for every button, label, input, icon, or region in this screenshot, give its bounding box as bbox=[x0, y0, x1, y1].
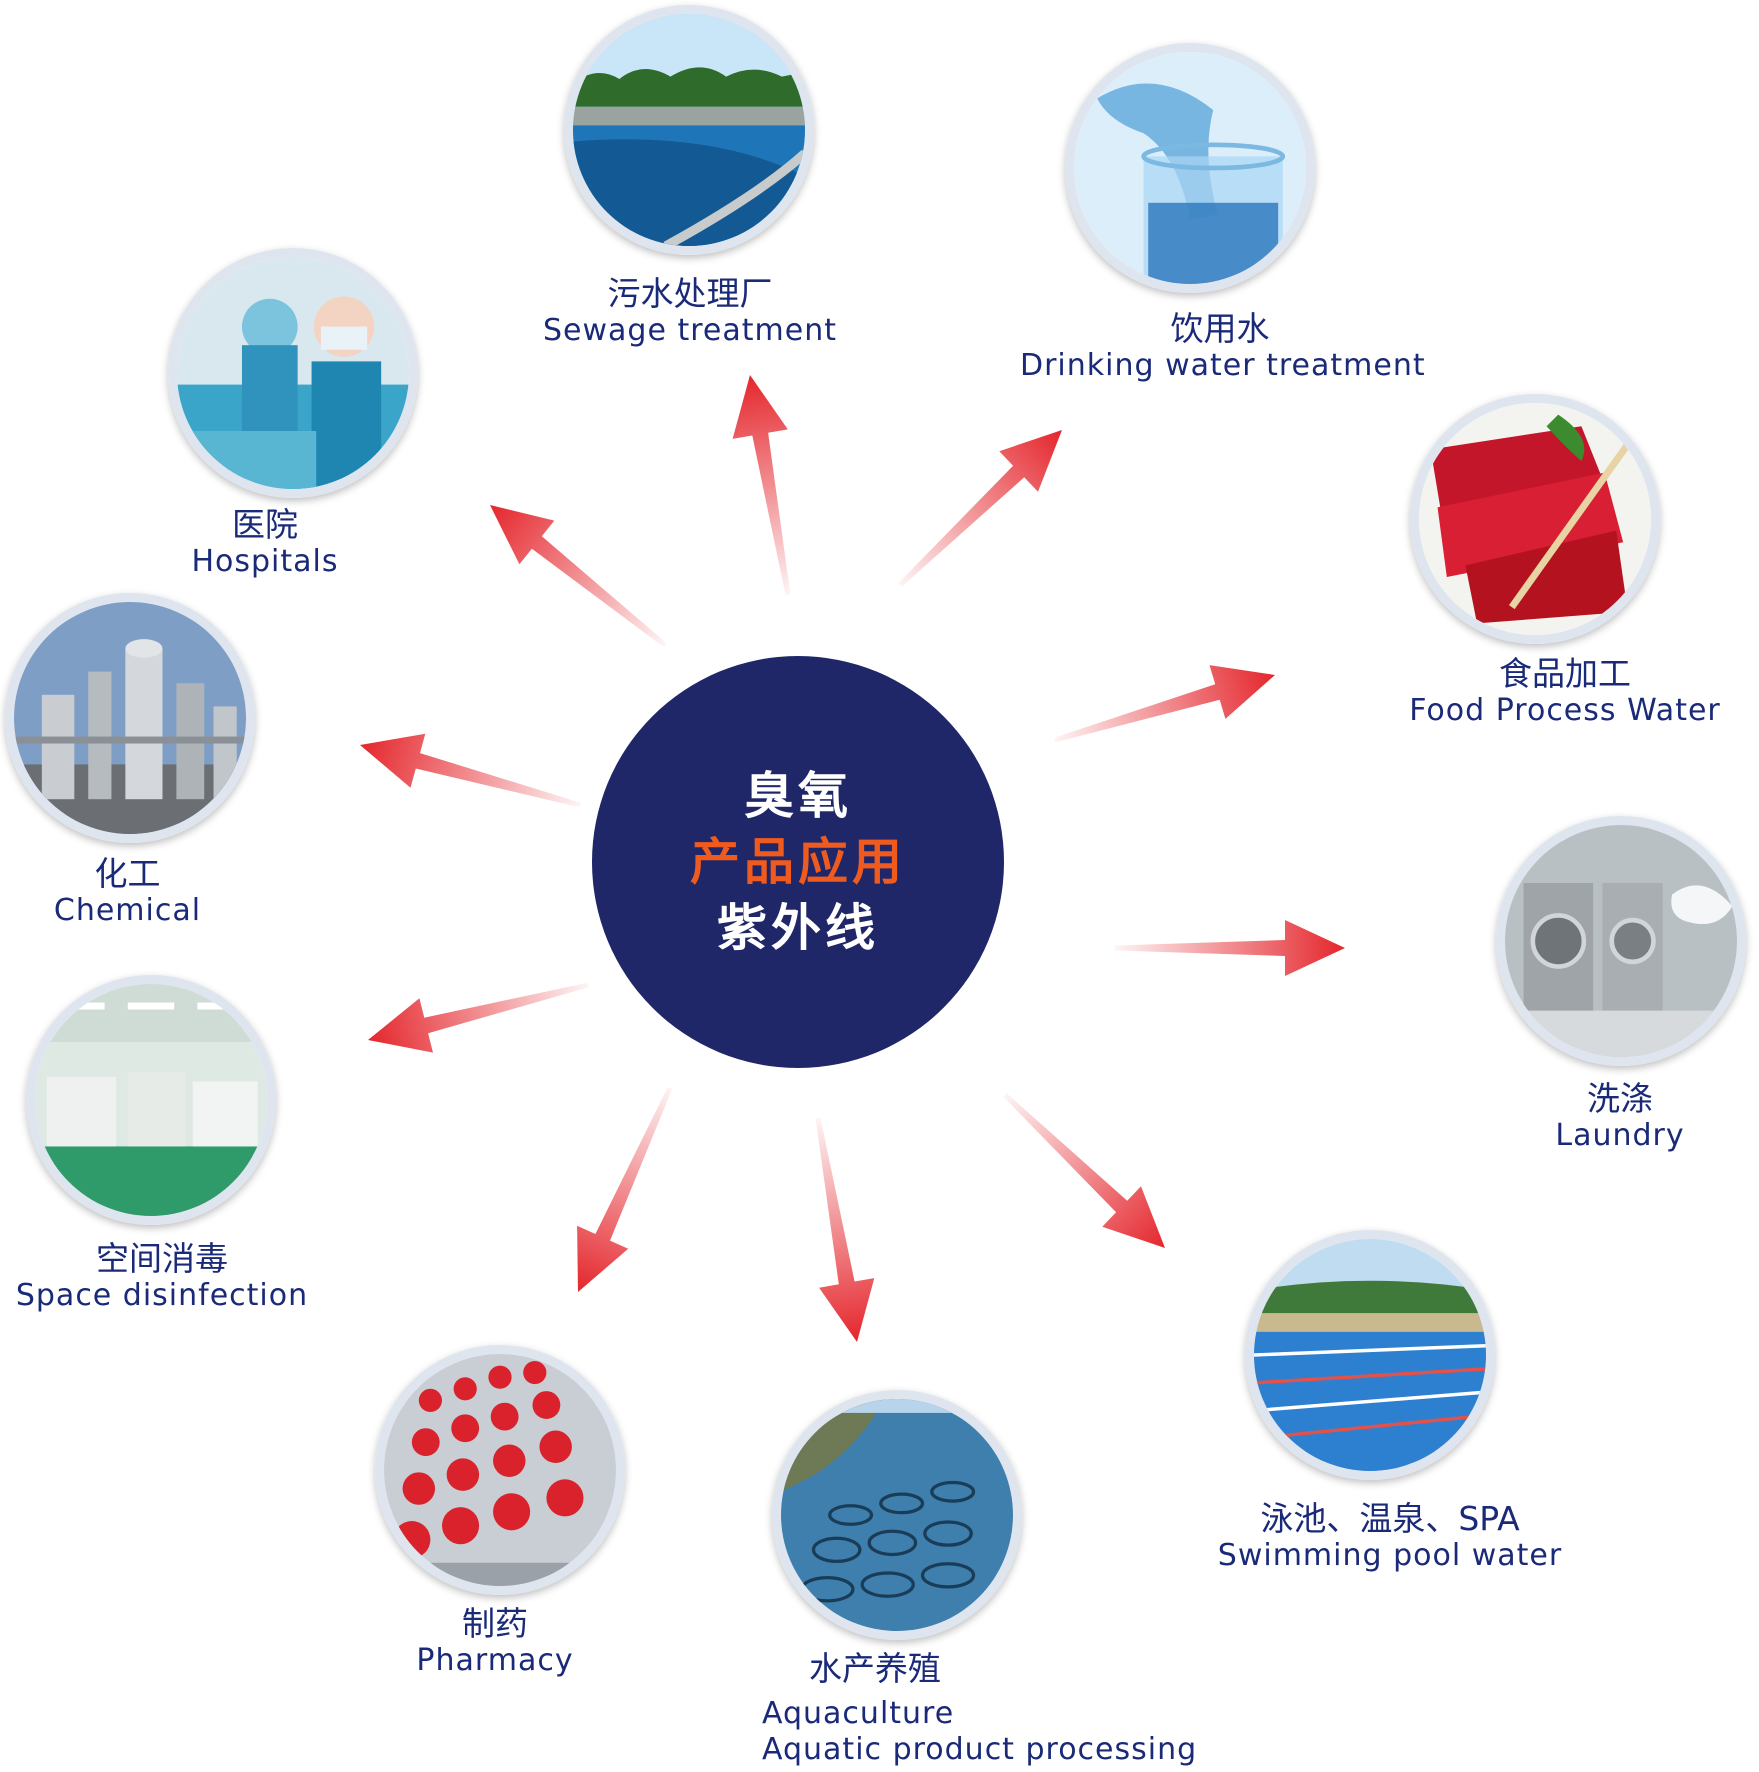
space-disinfection-label: 空间消毒 Space disinfection bbox=[12, 1240, 312, 1314]
food-process-photo bbox=[1410, 394, 1660, 644]
center-title-ozone: 臭氧 bbox=[744, 767, 852, 825]
sewage-treatment-zh: 污水处理厂 bbox=[607, 274, 773, 313]
arrow-to-hospitals bbox=[490, 505, 667, 647]
drinking-water-photo bbox=[1065, 43, 1315, 293]
swimming-pool-zh: 泳池、温泉、SPA bbox=[1260, 1499, 1520, 1538]
arrow-to-pharmacy bbox=[577, 1087, 673, 1292]
pharmacy-label: 制药 Pharmacy bbox=[395, 1605, 595, 1679]
arrow-to-pool bbox=[1003, 1093, 1165, 1248]
food-process-en: Food Process Water bbox=[1409, 693, 1721, 728]
chemical-en: Chemical bbox=[53, 893, 202, 928]
center-title-applications: 产品应用 bbox=[690, 833, 906, 891]
aquaculture-photo bbox=[772, 1390, 1022, 1640]
laundry-en: Laundry bbox=[1555, 1118, 1685, 1153]
laundry-label: 洗涤 Laundry bbox=[1520, 1080, 1720, 1154]
swimming-pool-label: 泳池、温泉、SPA Swimming pool water bbox=[1200, 1500, 1580, 1574]
chemical-photo bbox=[5, 593, 255, 843]
arrow-to-chemical bbox=[360, 733, 581, 808]
arrow-to-drinking bbox=[898, 430, 1062, 587]
pharmacy-en: Pharmacy bbox=[416, 1643, 574, 1678]
space-disinfection-photo bbox=[26, 975, 276, 1225]
arrow-to-food bbox=[1054, 665, 1275, 743]
chemical-label: 化工 Chemical bbox=[30, 855, 225, 929]
arrow-to-space bbox=[368, 982, 589, 1053]
drinking-water-zh: 饮用水 bbox=[1170, 309, 1270, 348]
drinking-water-en: Drinking water treatment bbox=[1020, 348, 1426, 383]
sewage-treatment-en: Sewage treatment bbox=[543, 313, 837, 348]
pharmacy-photo bbox=[375, 1345, 625, 1595]
space-disinfection-en: Space disinfection bbox=[15, 1278, 309, 1313]
food-process-zh: 食品加工 bbox=[1499, 654, 1631, 693]
hospitals-zh: 医院 bbox=[232, 505, 298, 544]
sewage-treatment-photo bbox=[564, 5, 814, 255]
sewage-treatment-label: 污水处理厂 Sewage treatment bbox=[530, 275, 850, 349]
aquaculture-en-label: Aquaculture Aquatic product processing bbox=[762, 1696, 1212, 1768]
center-circle: 臭氧 产品应用 紫外线 bbox=[592, 656, 1004, 1068]
aquaculture-en-2: Aquatic product processing bbox=[762, 1732, 1198, 1767]
swimming-pool-en: Swimming pool water bbox=[1217, 1538, 1563, 1573]
chemical-zh: 化工 bbox=[94, 854, 161, 893]
center-title-uv: 紫外线 bbox=[717, 899, 879, 957]
laundry-photo bbox=[1496, 816, 1746, 1066]
drinking-water-label: 饮用水 Drinking water treatment bbox=[1020, 309, 1426, 384]
food-process-label: 食品加工 Food Process Water bbox=[1400, 655, 1730, 729]
aquaculture-en: Aquaculture bbox=[762, 1696, 955, 1731]
hospitals-en: Hospitals bbox=[191, 544, 339, 579]
aquaculture-zh-label: 水产养殖 bbox=[760, 1650, 990, 1688]
arrow-to-laundry bbox=[1115, 920, 1345, 976]
hospitals-label: 医院 Hospitals bbox=[160, 506, 370, 580]
arrow-to-sewage bbox=[732, 375, 791, 596]
swimming-pool-photo bbox=[1245, 1230, 1495, 1480]
aquaculture-zh: 水产养殖 bbox=[809, 1649, 941, 1688]
hospitals-photo bbox=[168, 248, 418, 498]
laundry-zh: 洗涤 bbox=[1587, 1079, 1653, 1118]
space-disinfection-zh: 空间消毒 bbox=[96, 1239, 228, 1278]
arrow-to-aquaculture bbox=[815, 1117, 875, 1342]
pharmacy-zh: 制药 bbox=[462, 1604, 528, 1643]
